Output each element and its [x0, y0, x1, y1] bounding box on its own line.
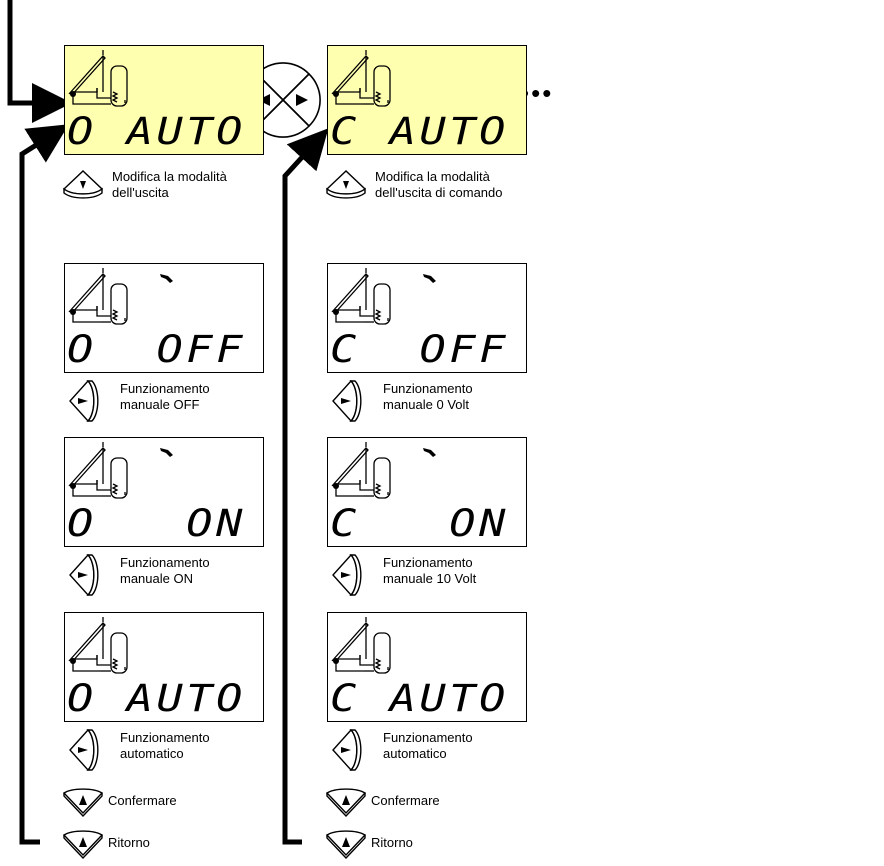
step-caption: Ritorno: [371, 835, 413, 851]
solar-system-schema-icon: [331, 442, 391, 499]
up-button-icon[interactable]: [325, 829, 367, 859]
right-button-icon[interactable]: [66, 379, 100, 423]
lcd-text: O ON: [67, 502, 246, 545]
caption-line: dell'uscita: [112, 185, 169, 200]
lcd-text: C ON: [330, 502, 509, 545]
caption-line: Funzionamento: [383, 555, 473, 570]
lcd-display: C ON: [327, 437, 527, 547]
up-button-icon[interactable]: [62, 829, 104, 859]
return-arrow-right: [282, 128, 329, 845]
solar-system-schema-icon: [331, 268, 391, 325]
lcd-display: O AUTO: [64, 612, 264, 722]
hand-icon: [160, 448, 173, 457]
caption-line: automatico: [383, 746, 447, 761]
step-caption: Confermare: [108, 793, 177, 809]
right-button-icon[interactable]: [66, 728, 100, 772]
right-button-icon[interactable]: [66, 553, 100, 597]
caption-line: Funzionamento: [383, 381, 473, 396]
return-arrow-left: [19, 124, 69, 845]
caption-line: manuale OFF: [120, 397, 200, 412]
solar-system-schema-icon: [68, 268, 128, 325]
caption-line: manuale ON: [120, 571, 193, 586]
lcd-text: O OFF: [67, 328, 246, 371]
caption-line: automatico: [120, 746, 184, 761]
lcd-display: C OFF: [327, 263, 527, 373]
lcd-display: C AUTO: [327, 45, 527, 155]
caption-line: Ritorno: [371, 835, 413, 850]
solar-system-schema-icon: [68, 442, 128, 499]
hand-icon: [160, 274, 173, 283]
down-button-icon[interactable]: [325, 169, 367, 203]
caption-line: Funzionamento: [120, 555, 210, 570]
caption-line: Modifica la modalità: [375, 169, 490, 184]
caption-line: dell'uscita di comando: [375, 185, 503, 200]
lcd-display: O OFF: [64, 263, 264, 373]
step-caption: Confermare: [371, 793, 440, 809]
caption-line: manuale 0 Volt: [383, 397, 470, 412]
caption-line: Funzionamento: [120, 381, 210, 396]
entry-arrow: [7, 0, 72, 123]
solar-system-schema-icon: [68, 50, 128, 107]
lcd-text: O AUTO: [67, 677, 246, 720]
right-button-icon[interactable]: [329, 728, 363, 772]
lcd-text: C AUTO: [330, 110, 509, 153]
caption-line: Modifica la modalità: [112, 169, 227, 184]
lcd-text: C AUTO: [330, 677, 509, 720]
caption-line: Confermare: [108, 793, 177, 808]
lcd-display: O AUTO: [64, 45, 264, 155]
lcd-text: O AUTO: [67, 110, 246, 153]
lcd-display: C AUTO: [327, 612, 527, 722]
hand-icon: [423, 448, 436, 457]
lcd-display: O ON: [64, 437, 264, 547]
right-button-icon[interactable]: [329, 379, 363, 423]
solar-system-schema-icon: [331, 617, 391, 674]
solar-system-schema-icon: [68, 617, 128, 674]
caption-line: Funzionamento: [120, 730, 210, 745]
caption-line: Funzionamento: [383, 730, 473, 745]
caption-line: manuale 10 Volt: [383, 571, 477, 586]
hand-icon: [423, 274, 436, 283]
lcd-text: C OFF: [330, 328, 509, 371]
caption-line: Ritorno: [108, 835, 150, 850]
solar-system-schema-icon: [331, 50, 391, 107]
right-button-icon[interactable]: [329, 553, 363, 597]
down-button-icon[interactable]: [62, 169, 104, 203]
up-button-icon[interactable]: [62, 787, 104, 817]
step-caption: Ritorno: [108, 835, 150, 851]
caption-line: Confermare: [371, 793, 440, 808]
up-button-icon[interactable]: [325, 787, 367, 817]
